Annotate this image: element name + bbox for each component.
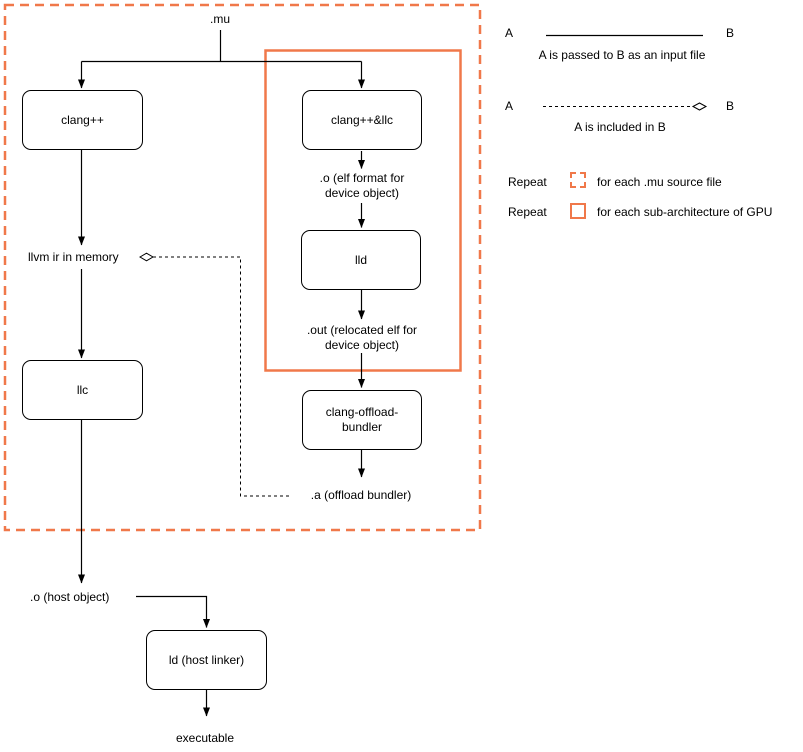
node-llc: llc	[22, 360, 143, 420]
label-mu-source: .mu	[209, 12, 231, 26]
node-ld-host-linker: ld (host linker)	[146, 630, 267, 690]
node-clangpp-llc: clang++&llc	[302, 90, 422, 150]
legend-repeat-mu-label: Repeat	[508, 175, 547, 189]
legend-input-a: A	[505, 26, 514, 40]
legend-repeat-gpu-label: Repeat	[508, 205, 547, 219]
legend-included-caption: A is included in B	[574, 120, 666, 134]
legend-input-caption: A is passed to B as an input file	[538, 48, 706, 62]
repeat-mu-region	[3, 3, 482, 532]
node-lld: lld	[301, 230, 421, 290]
label-llvm-ir-in-memory: llvm ir in memory	[28, 250, 119, 264]
legend-diamond-icon	[691, 102, 708, 111]
label-out-relocated-elf: .out (relocated elf for device object)	[306, 323, 418, 352]
label-executable: executable	[175, 731, 235, 745]
node-clang-offload-bundler: clang-offload-bundler	[302, 390, 422, 450]
repeat-gpu-region	[264, 49, 462, 372]
legend-repeat-gpu-caption: for each sub-architecture of GPU	[597, 205, 773, 219]
edge-ohost-to-ld	[136, 595, 210, 628]
diamond-icon	[139, 252, 154, 262]
legend-included-a: A	[505, 99, 514, 113]
node-clangpp: clang++	[22, 90, 143, 150]
legend-repeat-mu-caption: for each .mu source file	[597, 175, 722, 189]
legend-input-b: B	[726, 26, 735, 40]
edge-abundle-included-in-llvmir	[153, 256, 289, 497]
solid-orange-square-icon	[570, 203, 586, 219]
label-a-offload-bundler: .a (offload bundler)	[310, 488, 412, 502]
dashed-orange-square-icon	[570, 172, 586, 188]
legend-included-b: B	[726, 99, 735, 113]
label-o-host-object: .o (host object)	[30, 590, 110, 604]
label-o-elf-device: .o (elf format for device object)	[319, 171, 405, 200]
